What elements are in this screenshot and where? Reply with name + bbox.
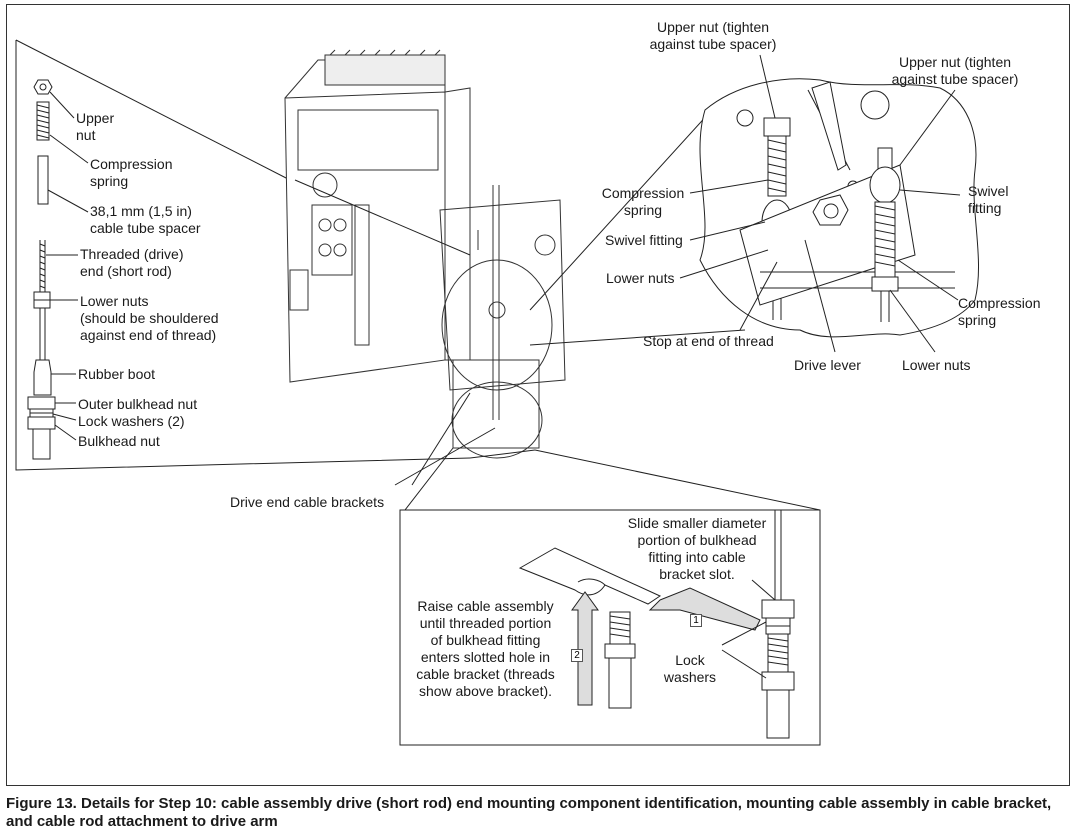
step-1-marker: 1 — [690, 614, 702, 627]
label-upper-nut: Upper nut — [76, 110, 115, 143]
label-tube-spacer: 38,1 mm (1,5 in) cable tube spacer — [90, 203, 201, 236]
inset-box — [399, 509, 821, 746]
label-outer-bulkhead-nut: Outer bulkhead nut — [78, 396, 198, 412]
detail-callout — [679, 54, 980, 353]
label-slide-smaller: Slide smaller diameter portion of bulkhe… — [627, 515, 767, 582]
label-stop-end-thread: Stop at end of thread — [643, 333, 774, 349]
label-upper-nut-tighten-2: Upper nut (tighten against tube spacer) — [891, 54, 1019, 87]
step-2-marker: 2 — [571, 649, 583, 662]
label-lock-washers-inset: Lock washers — [663, 652, 717, 685]
label-swivel-fitting-detail: Swivel fitting — [605, 232, 683, 248]
left-component-panel — [15, 39, 471, 471]
label-compression-spring-detail: Compression spring — [601, 185, 685, 218]
bulkhead-fitting-icon — [27, 359, 56, 460]
breaker-body — [284, 49, 566, 459]
label-rubber-boot: Rubber boot — [78, 366, 156, 382]
label-bulkhead-nut: Bulkhead nut — [78, 433, 160, 449]
label-swivel-fitting-right: Swivel fitting — [968, 183, 1009, 216]
label-drive-lever: Drive lever — [794, 357, 861, 373]
label-compression-spring-right: Compression spring — [958, 295, 1041, 328]
figure-caption: Figure 13. Details for Step 10: cable as… — [6, 795, 1052, 830]
label-upper-nut-tighten-1: Upper nut (tighten against tube spacer) — [649, 19, 777, 52]
label-lower-nuts-right: Lower nuts — [902, 357, 971, 373]
label-lower-nuts-left: Lower nuts (should be shouldered against… — [80, 293, 219, 343]
label-lock-washers-2: Lock washers (2) — [78, 413, 185, 429]
label-compression-spring: Compression spring — [90, 156, 173, 189]
left-spring-icon — [36, 101, 50, 141]
label-drive-end-brackets: Drive end cable brackets — [230, 494, 385, 510]
threaded-rod-icon — [33, 240, 51, 360]
label-threaded-end: Threaded (drive) end (short rod) — [80, 246, 184, 279]
tube-spacer-icon — [37, 155, 49, 205]
label-lower-nuts-detail: Lower nuts — [606, 270, 675, 286]
label-raise-cable: Raise cable assembly until threaded port… — [416, 598, 555, 699]
